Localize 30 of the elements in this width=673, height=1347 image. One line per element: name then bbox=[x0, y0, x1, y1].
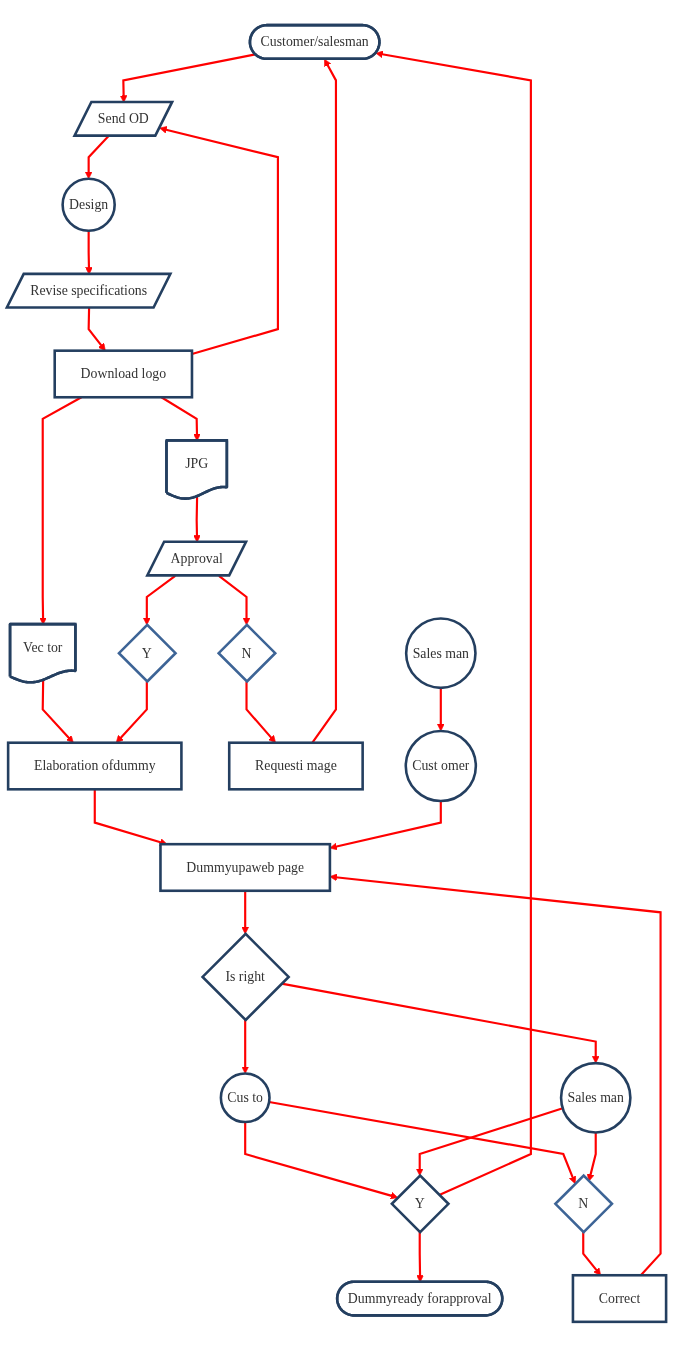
node-diamond: Y bbox=[117, 623, 178, 684]
arrow bbox=[241, 1020, 249, 1074]
node-diamond: Is right bbox=[200, 932, 291, 1022]
arrow bbox=[375, 50, 532, 1197]
node-diamond: N bbox=[216, 623, 278, 684]
arrow bbox=[329, 801, 442, 851]
node-circle: Sales man bbox=[404, 617, 477, 690]
arrow bbox=[437, 687, 445, 732]
arrow bbox=[268, 1100, 577, 1184]
node-box: Dummyupaweb page bbox=[159, 842, 332, 893]
node-diamond: N bbox=[553, 1173, 614, 1234]
node-circle: Cust omer bbox=[404, 729, 478, 803]
node-circle: Design bbox=[61, 177, 116, 233]
arrow bbox=[93, 789, 168, 846]
node-box: Requesti mage bbox=[227, 741, 364, 791]
arrow bbox=[582, 1232, 602, 1276]
node-circle: Sales man bbox=[559, 1061, 632, 1134]
arrow bbox=[586, 1132, 597, 1182]
arrow bbox=[281, 982, 600, 1064]
node-box: Elaboration ofdummy bbox=[6, 741, 183, 791]
arrow bbox=[329, 873, 662, 1276]
node-box: Correct bbox=[571, 1273, 668, 1324]
node-circle: Cus to bbox=[219, 1072, 271, 1124]
arrow bbox=[159, 126, 279, 356]
arrow bbox=[241, 890, 249, 935]
node-box: Download logo bbox=[53, 349, 194, 399]
arrow bbox=[218, 575, 251, 626]
arrow bbox=[415, 1107, 564, 1176]
arrow bbox=[244, 1122, 399, 1200]
node-diamond: Y bbox=[390, 1173, 451, 1234]
